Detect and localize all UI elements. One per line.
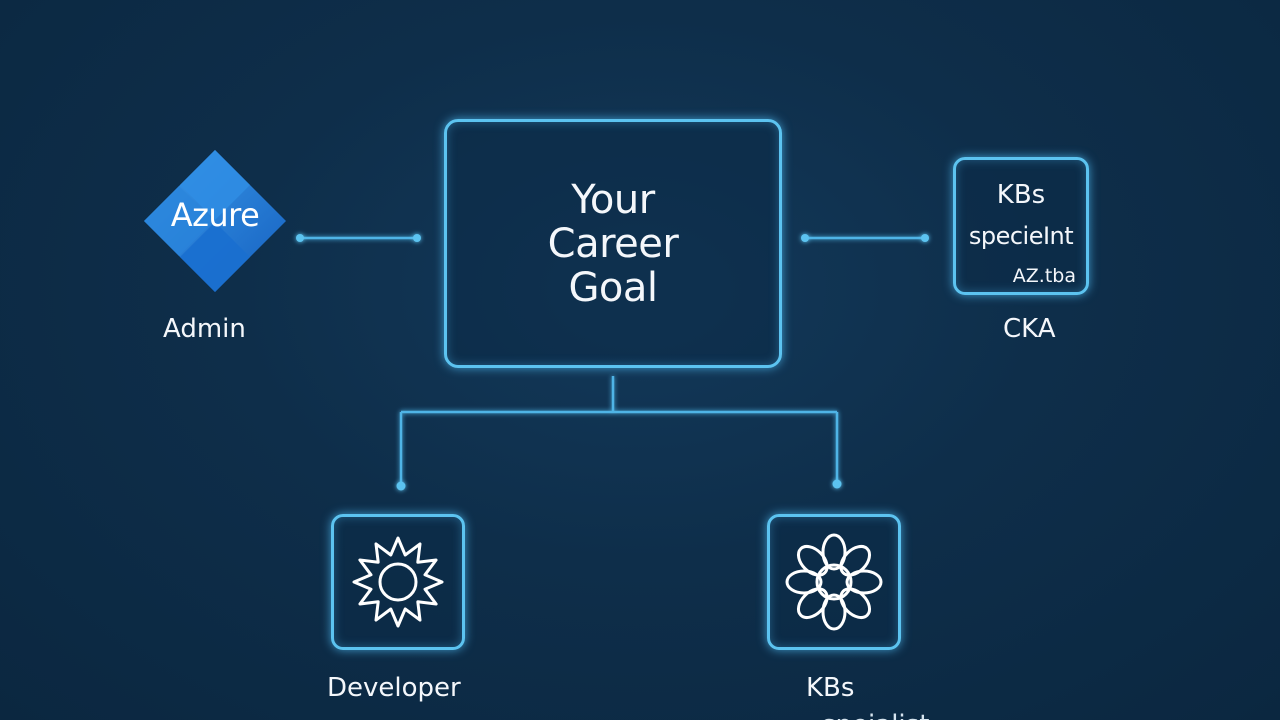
- kbs-bottom-sublabel: speialist: [822, 710, 929, 720]
- flower-icon: [785, 533, 883, 631]
- developer-label: Developer: [327, 673, 461, 703]
- admin-label: Admin: [163, 314, 246, 344]
- kbs-specialist-box: KBs specieInt AZ.tba: [953, 157, 1089, 295]
- connector-dot: [801, 234, 809, 242]
- flower-petal: [785, 569, 823, 595]
- connector-dot: [296, 234, 304, 242]
- azure-logo-icon: [144, 150, 286, 292]
- gear-sun-icon: [352, 536, 444, 628]
- flower-petal: [839, 587, 872, 620]
- kbs-specialist-bottom-box: [767, 514, 901, 650]
- connector-dot: [832, 479, 842, 489]
- flower-petal: [796, 544, 829, 577]
- flower-petal: [845, 569, 883, 595]
- kbs-bottom-label: KBs: [806, 673, 855, 703]
- flower-petal: [796, 587, 829, 620]
- kbs-box-line-3: AZ.tba: [1012, 265, 1076, 287]
- flower-petal: [821, 593, 847, 631]
- career-goal-box: Your Career Goal: [444, 119, 782, 368]
- developer-box: [331, 514, 465, 650]
- connector-dot: [413, 234, 421, 242]
- cka-label: CKA: [1003, 314, 1056, 344]
- flower-petal: [821, 533, 847, 571]
- azure-logo-text: Azure: [170, 196, 260, 234]
- kbs-box-line-1: KBs: [996, 180, 1046, 210]
- kbs-box-line-2: specieInt: [968, 222, 1074, 250]
- connector-dot: [396, 481, 406, 491]
- career-goal-title: Your Career Goal: [547, 176, 679, 311]
- connector-dot: [921, 234, 929, 242]
- flower-petal: [839, 544, 872, 577]
